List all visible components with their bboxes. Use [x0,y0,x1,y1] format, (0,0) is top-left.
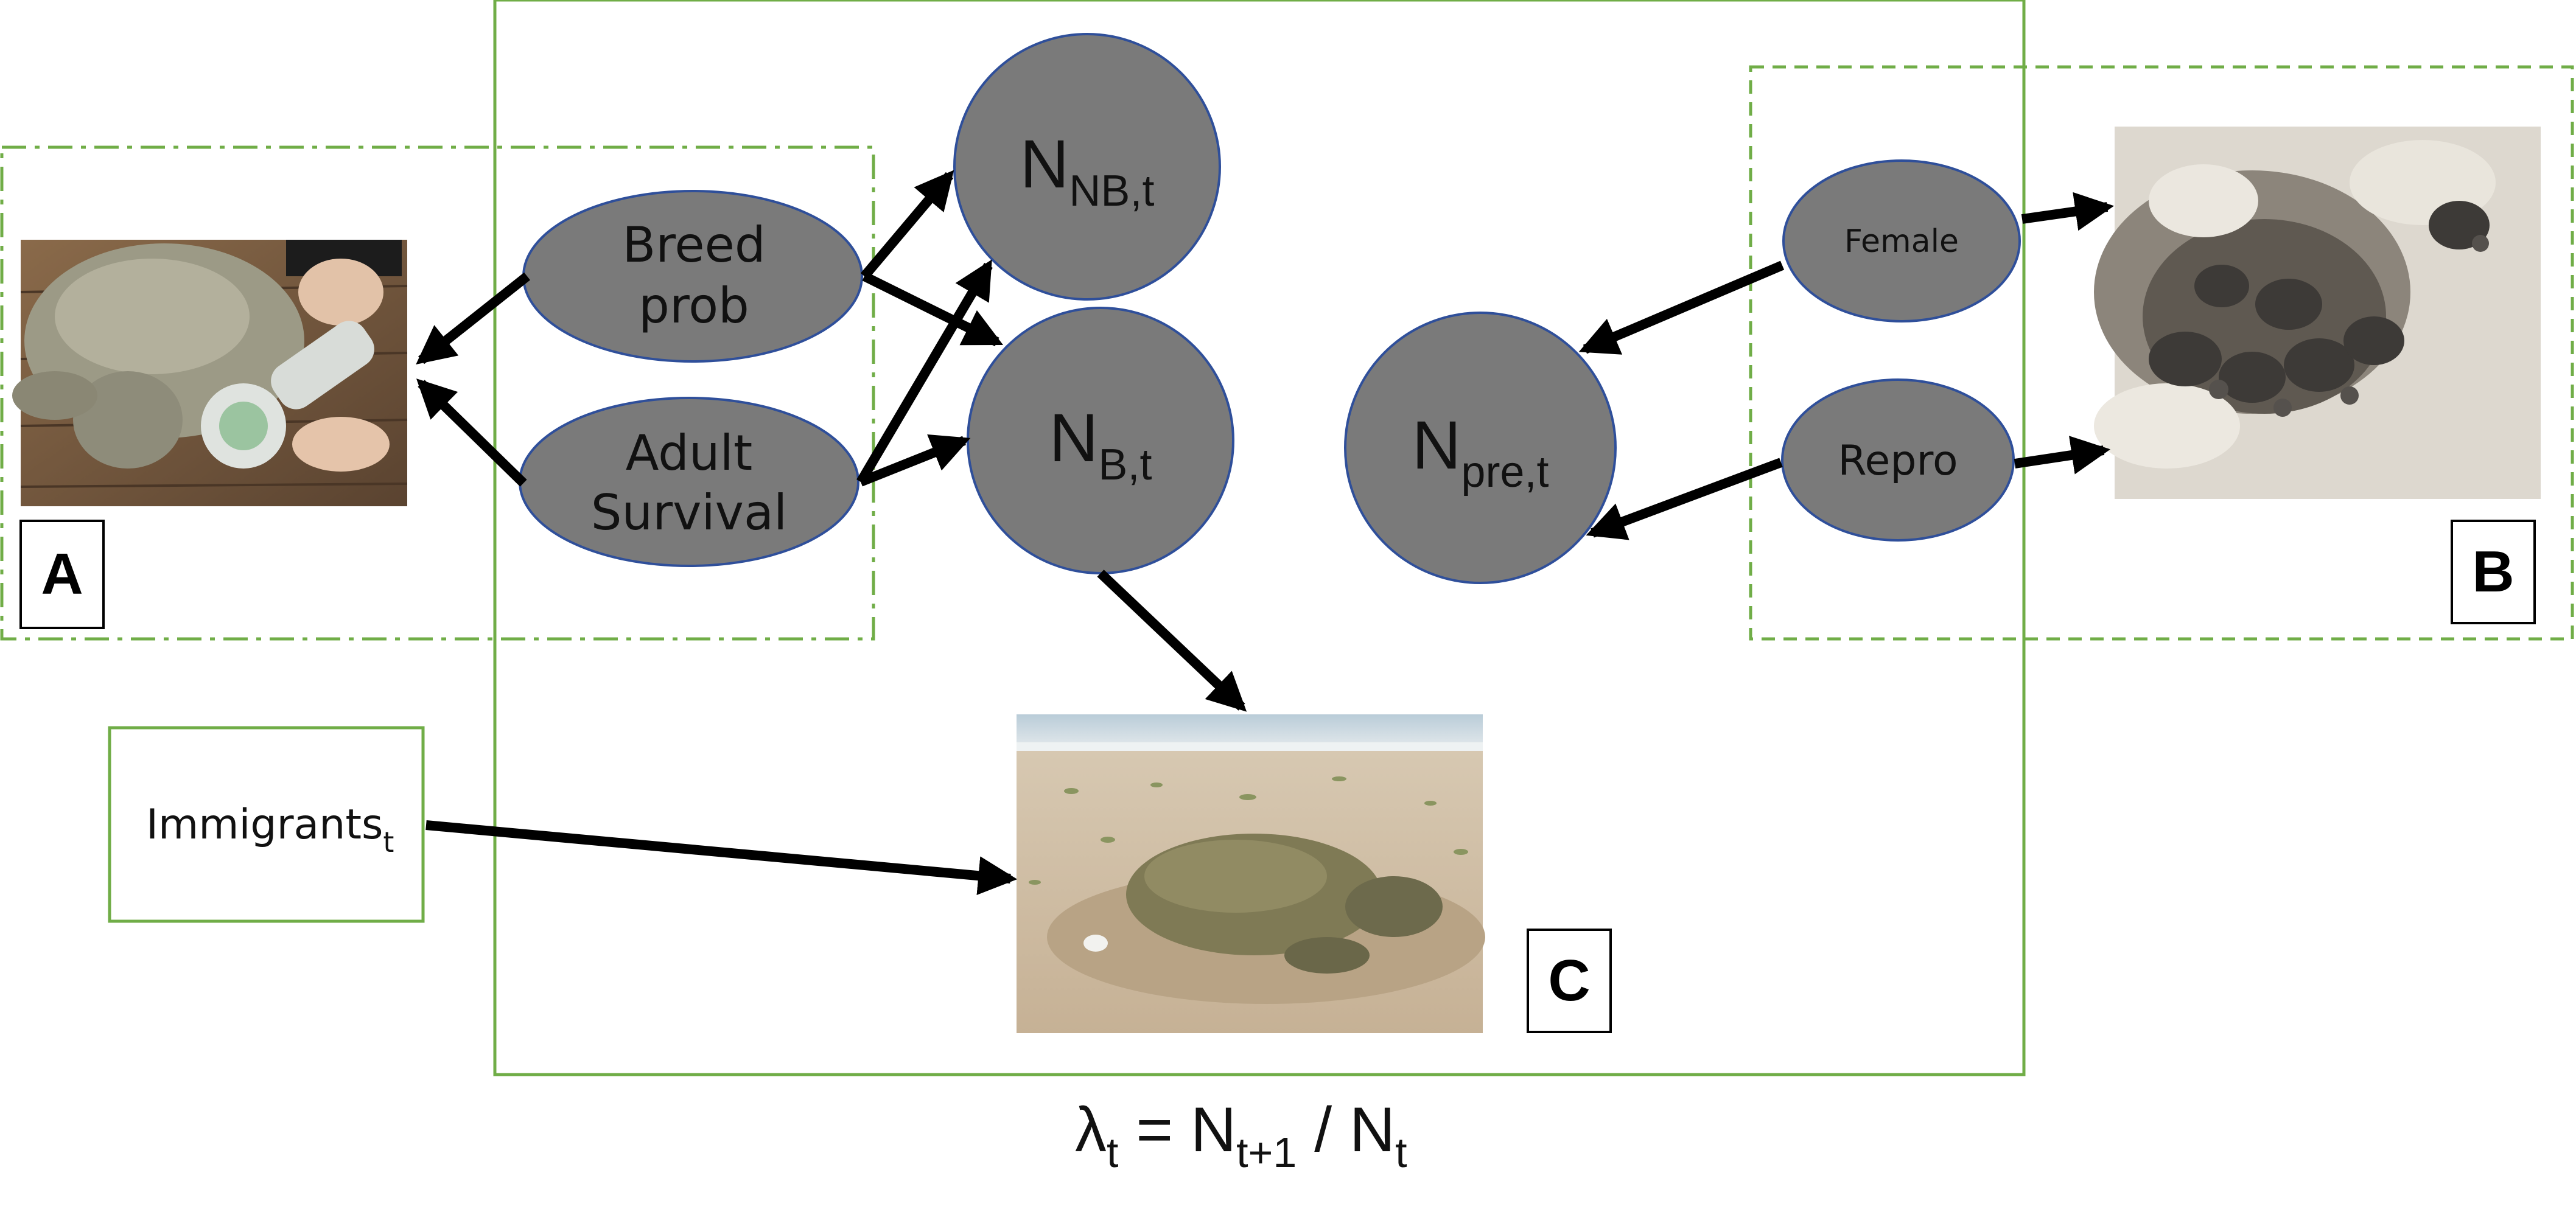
arrow-survival-to-photo-a [416,378,527,487]
formula-n1-sub: t+1 [1236,1129,1297,1176]
n-nb-t-node [953,33,1221,301]
arrow-breed-to-photo-a [416,272,530,364]
n-b-t-label: NB,t [1049,400,1152,489]
lambda-formula: λt = Nt+1 / Nt [1075,1095,1407,1176]
panel-a-box [19,520,105,629]
group-b-frame [1749,65,2574,641]
panel-c-box [1527,929,1612,1033]
n-nb-t-label: NNB,t [1020,126,1155,215]
formula-n2-sub: t [1395,1129,1407,1176]
arrow-repro-to-npre [1586,458,1783,540]
arrow-female-to-npre [1578,260,1785,355]
panel-c-label: C [1548,948,1590,1013]
n-pre-t-main: N [1412,407,1461,483]
n-b-t-main: N [1049,400,1099,476]
female-node [1782,159,2021,322]
repro-label: Repro [1838,437,1958,485]
immigrants-box [108,726,425,923]
arrow-survival-to-nb [859,434,971,487]
group-a-frame [0,145,875,641]
arrow-repro-to-photo-b [2014,436,2111,475]
arrow-breed-to-nnb [860,170,954,280]
female-label: Female [1844,223,1959,260]
adult-survival-line2: Survival [591,484,788,541]
panel-b-label: B [2472,539,2514,604]
adult-survival-line1: Adult [626,425,752,481]
arrow-breed-to-nb [862,271,1004,347]
arrow-immigrants-to-photo-c [425,820,1018,896]
arrow-female-to-photo-b [2021,192,2115,231]
formula-eq: = N [1118,1095,1236,1165]
n-nb-t-sub: NB,t [1069,167,1154,215]
n-pre-t-node [1344,312,1617,584]
n-b-t-sub: B,t [1098,441,1152,489]
formula-lambda: λ [1075,1095,1107,1165]
immigrants-main: Immigrants [146,801,383,849]
main-frame [493,0,2026,1076]
arrow-nb-to-photo-c [1097,570,1247,712]
photo-b [2094,127,2541,499]
breed-prob-line2: prob [639,277,749,334]
n-pre-t-sub: pre,t [1461,448,1549,497]
photo-c [1017,714,1485,1033]
formula-slash: / N [1297,1095,1395,1165]
photo-a [12,240,408,506]
n-pre-t-label: Npre,t [1412,407,1549,497]
arrow-survival-to-nnb [856,259,993,485]
repro-node [1781,378,2015,542]
panel-a-label: A [41,542,83,607]
panel-b-box [2451,520,2536,624]
immigrants-label: Immigrantst [146,801,394,859]
n-nb-t-main: N [1020,126,1069,202]
immigrants-sub: t [383,826,394,859]
breed-prob-line1: Breed [622,217,765,273]
formula-lambda-sub: t [1107,1129,1118,1176]
